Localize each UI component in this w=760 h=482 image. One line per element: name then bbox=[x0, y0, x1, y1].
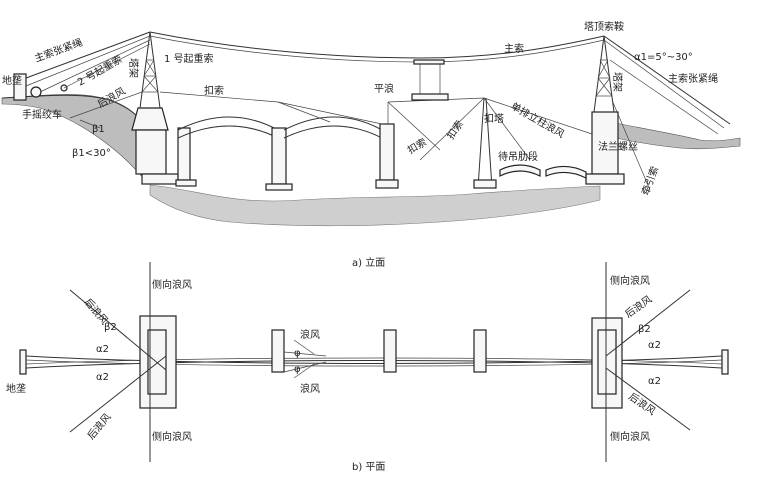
river-bed bbox=[149, 184, 601, 227]
tower-left bbox=[131, 31, 179, 185]
label-main-tension-left: 主索张紧绳 bbox=[33, 36, 84, 65]
label-anchor-left: 地垄 bbox=[2, 74, 22, 87]
plan-cables bbox=[25, 355, 723, 369]
plan-label-side-guy-left-top: 侧向浪风 bbox=[152, 278, 192, 291]
label-beta1: β1 bbox=[92, 124, 105, 135]
label-tower-saddle: 塔顶索鞍 bbox=[584, 20, 624, 33]
label-turnbuckle: 法兰螺丝 bbox=[598, 140, 638, 153]
plan-label-beta2-left: β2 bbox=[104, 322, 117, 333]
plan-view: 地垄 后浪风 侧向浪风 β2 α2 α2 后浪风 侧向浪风 浪风 φ φ 浪风 … bbox=[6, 262, 729, 473]
label-main-cable: 主索 bbox=[504, 42, 524, 55]
label-traction-rope: 牵引索 bbox=[639, 164, 661, 197]
label-hoist-1: 1 号起重索 bbox=[164, 52, 214, 65]
rib-segment bbox=[499, 164, 541, 177]
ground-right bbox=[599, 119, 741, 150]
arch-spans bbox=[175, 116, 399, 191]
plan-label-alpha2-left-top: α2 bbox=[96, 344, 109, 355]
plan-label-alpha2-right-top: α2 bbox=[648, 340, 661, 351]
rib-segment-2 bbox=[545, 165, 587, 179]
tower-right bbox=[585, 35, 625, 185]
trolley bbox=[413, 59, 445, 65]
label-tie-frame: 扣塔 bbox=[484, 112, 504, 125]
plan-pier-1 bbox=[271, 329, 285, 373]
label-tie-rope-2: 扣索 bbox=[405, 135, 429, 156]
plan-label-guy-bottom: 浪风 bbox=[300, 382, 320, 395]
plan-guy-pier-1 bbox=[283, 339, 327, 379]
plan-label-phi-bottom: φ bbox=[294, 364, 301, 375]
label-main-tension-right: 主索张紧绳 bbox=[668, 72, 718, 85]
ground-left bbox=[1, 94, 146, 181]
label-single-row-guy: 单排立柱浪风 bbox=[509, 99, 567, 140]
plan-anchor-left bbox=[19, 349, 27, 375]
plan-anchor-right bbox=[721, 349, 729, 375]
caption-plan: b) 平面 bbox=[352, 462, 385, 473]
label-hoist-2: 2 号起重索 bbox=[75, 53, 124, 89]
anchor-block-left bbox=[13, 73, 27, 101]
plan-label-anchor-left: 地垄 bbox=[6, 382, 26, 395]
elevation-view: 地垄 手摇绞车 主索张紧绳 2 号起重索 后浪风 塔架 1 号起重索 扣索 β1… bbox=[1, 20, 741, 269]
label-level-guy: 平浪 bbox=[374, 82, 394, 95]
plan-label-side-guy-right-bottom: 侧向浪风 bbox=[610, 430, 650, 443]
label-winch: 手摇绞车 bbox=[22, 108, 62, 121]
plan-tower-left bbox=[69, 262, 177, 462]
plan-pier-2 bbox=[383, 329, 397, 373]
plan-label-guy-top: 浪风 bbox=[300, 328, 320, 341]
plan-tower-right bbox=[591, 262, 691, 462]
label-beta1-limit: β1<30° bbox=[72, 148, 111, 159]
plan-label-side-guy-right-top: 侧向浪风 bbox=[610, 274, 650, 287]
plan-label-back-guy-right-top: 后浪风 bbox=[622, 293, 654, 321]
label-alpha1: α1=5°~30° bbox=[634, 52, 693, 63]
ground-line-left bbox=[1, 94, 146, 126]
cables bbox=[25, 31, 731, 191]
label-tie-rope-3: 扣索 bbox=[444, 118, 466, 142]
winch-icon bbox=[30, 86, 42, 98]
label-rib-segment: 待吊肋段 bbox=[498, 150, 538, 163]
plan-label-alpha2-left-bottom: α2 bbox=[96, 372, 109, 383]
label-tie-rope-1: 扣索 bbox=[204, 84, 224, 97]
caption-elevation: a) 立面 bbox=[352, 256, 385, 269]
label-tower-right: 塔架 bbox=[611, 72, 624, 92]
plan-label-beta2-right: β2 bbox=[638, 324, 651, 335]
plan-label-back-guy-left-bottom: 后浪风 bbox=[84, 411, 113, 442]
plan-label-back-guy-right-bottom: 后浪风 bbox=[626, 390, 658, 418]
plan-label-alpha2-right-bottom: α2 bbox=[648, 376, 661, 387]
plan-label-side-guy-left-bottom: 侧向浪风 bbox=[152, 430, 192, 443]
plan-label-phi-top: φ bbox=[294, 348, 301, 359]
plan-pier-3 bbox=[473, 329, 487, 373]
tie-frame bbox=[473, 97, 497, 189]
label-tower-left: 塔架 bbox=[127, 58, 140, 78]
